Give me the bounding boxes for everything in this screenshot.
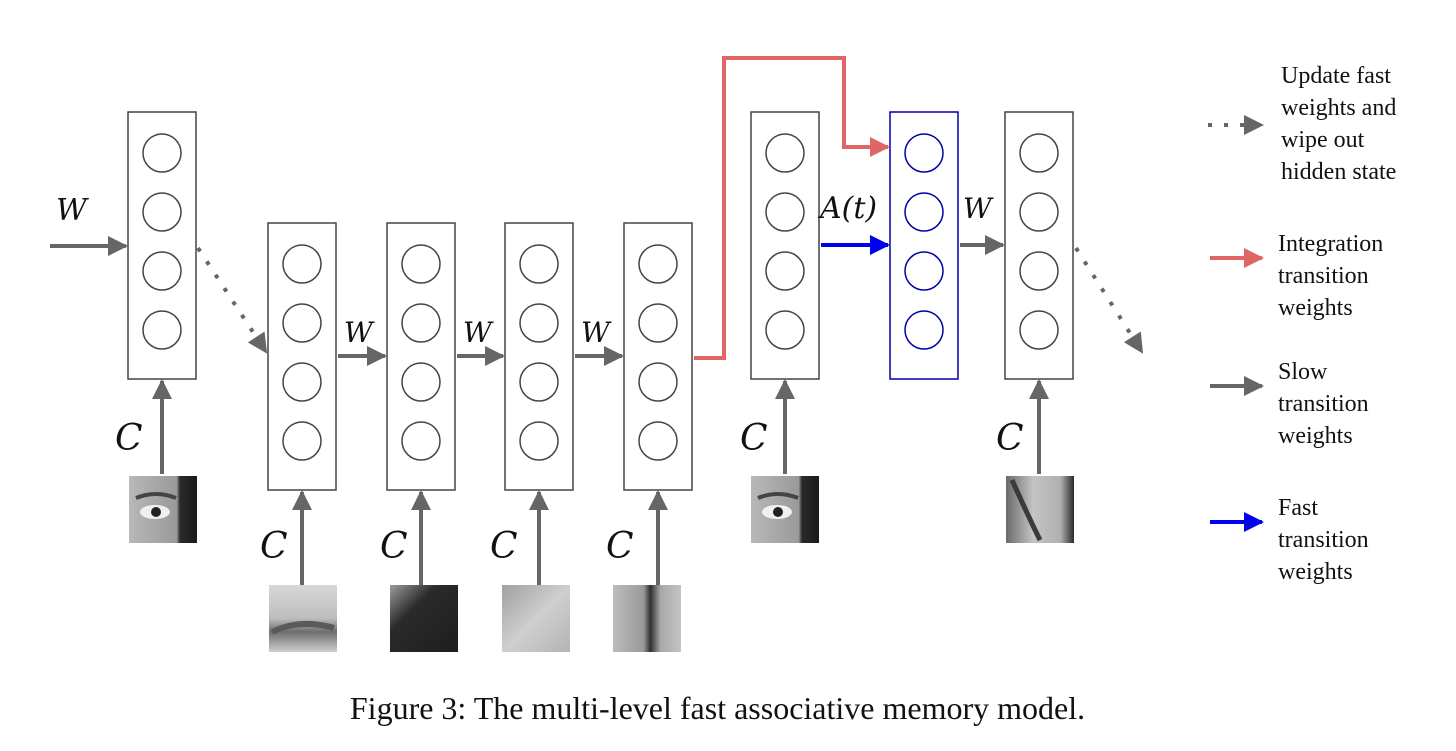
skin-patch-icon: [502, 585, 570, 652]
hidden-layer-3: [386, 222, 456, 491]
integration-arrow: [694, 56, 890, 360]
update-dotted-arrow-1: [196, 246, 268, 354]
hair-edge-patch-icon: [390, 585, 458, 652]
hidden-layer-4: [504, 222, 574, 491]
legend-slow-text: Slow transition weights: [1278, 359, 1369, 449]
c-label-3: C: [380, 526, 408, 567]
hidden-layer-1: [127, 111, 197, 380]
w-label-4-5: W: [581, 316, 612, 349]
c-label-1: C: [115, 418, 143, 459]
hidden-layer-8: [1004, 111, 1074, 380]
c-label-5: C: [606, 526, 634, 567]
hidden-layer-5: [623, 222, 693, 491]
eye-face-patch-icon: [129, 476, 197, 543]
w-label-fast-8: W: [963, 192, 994, 225]
update-dotted-arrow-2: [1074, 246, 1144, 354]
eyebrow-patch-icon: [269, 585, 337, 652]
c-label-8: C: [996, 418, 1024, 459]
legend-integration-text: Integration transition weights: [1278, 231, 1384, 321]
c-label-4: C: [490, 526, 518, 567]
cheek-patch-icon: [1006, 476, 1074, 543]
legend-update-text: Update fast weights and wipe out hidden …: [1281, 63, 1397, 185]
figure-caption: Figure 3: The multi-level fast associati…: [349, 690, 1086, 726]
w-label-3-4: W: [463, 316, 494, 349]
eye-face-patch-2-icon: [751, 476, 819, 543]
nose-edge-patch-icon: [613, 585, 681, 652]
c-label-2: C: [260, 526, 288, 567]
w-label-input: W: [56, 193, 89, 228]
legend-fast-text: Fast transition weights: [1278, 495, 1369, 585]
hidden-layer-6: [750, 111, 820, 380]
a-t-label: A(t): [817, 191, 877, 226]
hidden-layer-2: [267, 222, 337, 491]
c-label-6: C: [740, 418, 768, 459]
w-label-2-3: W: [344, 316, 375, 349]
fast-hidden-layer: [889, 111, 959, 380]
